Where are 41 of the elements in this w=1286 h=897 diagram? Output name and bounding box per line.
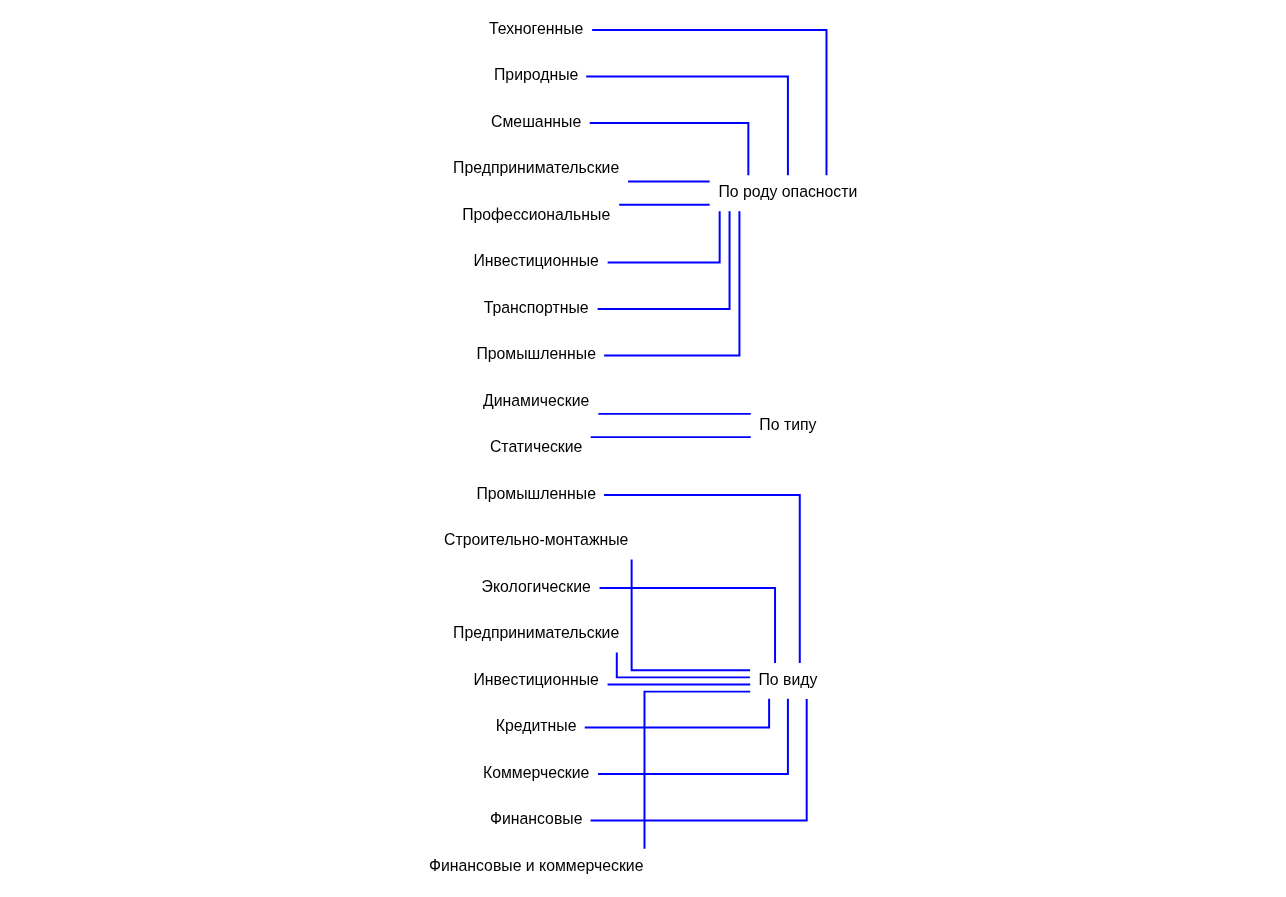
connector xyxy=(589,697,808,822)
node-text: Коммерческие xyxy=(482,763,590,781)
node-text: Инвестиционные xyxy=(473,252,599,270)
node-text: Динамические xyxy=(483,391,590,409)
connector xyxy=(597,697,789,775)
node-text: Финансовые и коммерческие xyxy=(428,856,644,874)
node-text: Природные xyxy=(494,66,579,84)
node-text: Промышленные xyxy=(476,484,596,502)
connector xyxy=(606,683,752,686)
connector xyxy=(589,436,752,439)
connector xyxy=(603,494,801,665)
node-text: Строительно-монтажные xyxy=(443,531,629,549)
node-text: Транспортные xyxy=(483,298,589,316)
connector xyxy=(597,412,752,415)
connector xyxy=(615,651,751,679)
connector xyxy=(583,697,771,729)
node-text: Статические xyxy=(489,438,583,456)
node-text: По виду xyxy=(758,670,818,688)
node-text: Кредитные xyxy=(495,717,577,735)
node-text: Предпринимательские xyxy=(453,624,620,642)
connector xyxy=(627,180,711,183)
node-text: Экологические xyxy=(481,577,591,595)
connector xyxy=(606,210,721,264)
node-text: По типу xyxy=(759,415,817,433)
node-text: Предпринимательские xyxy=(453,159,620,177)
connector xyxy=(603,210,741,357)
node-text: Инвестиционные xyxy=(473,670,599,688)
connector xyxy=(618,203,711,206)
node-text: Финансовые xyxy=(489,810,583,828)
node-text: Смешанные xyxy=(491,112,582,130)
connector xyxy=(588,122,750,177)
connector xyxy=(591,29,828,177)
connector xyxy=(598,586,777,664)
connector xyxy=(596,210,731,311)
connector xyxy=(643,690,752,850)
node-text: По роду опасности xyxy=(718,183,858,201)
node-text: Профессиональные xyxy=(462,205,611,223)
node-text: Промышленные xyxy=(476,345,596,363)
connector xyxy=(585,75,789,177)
connector xyxy=(630,558,752,672)
node-text: Техногенные xyxy=(488,19,584,37)
